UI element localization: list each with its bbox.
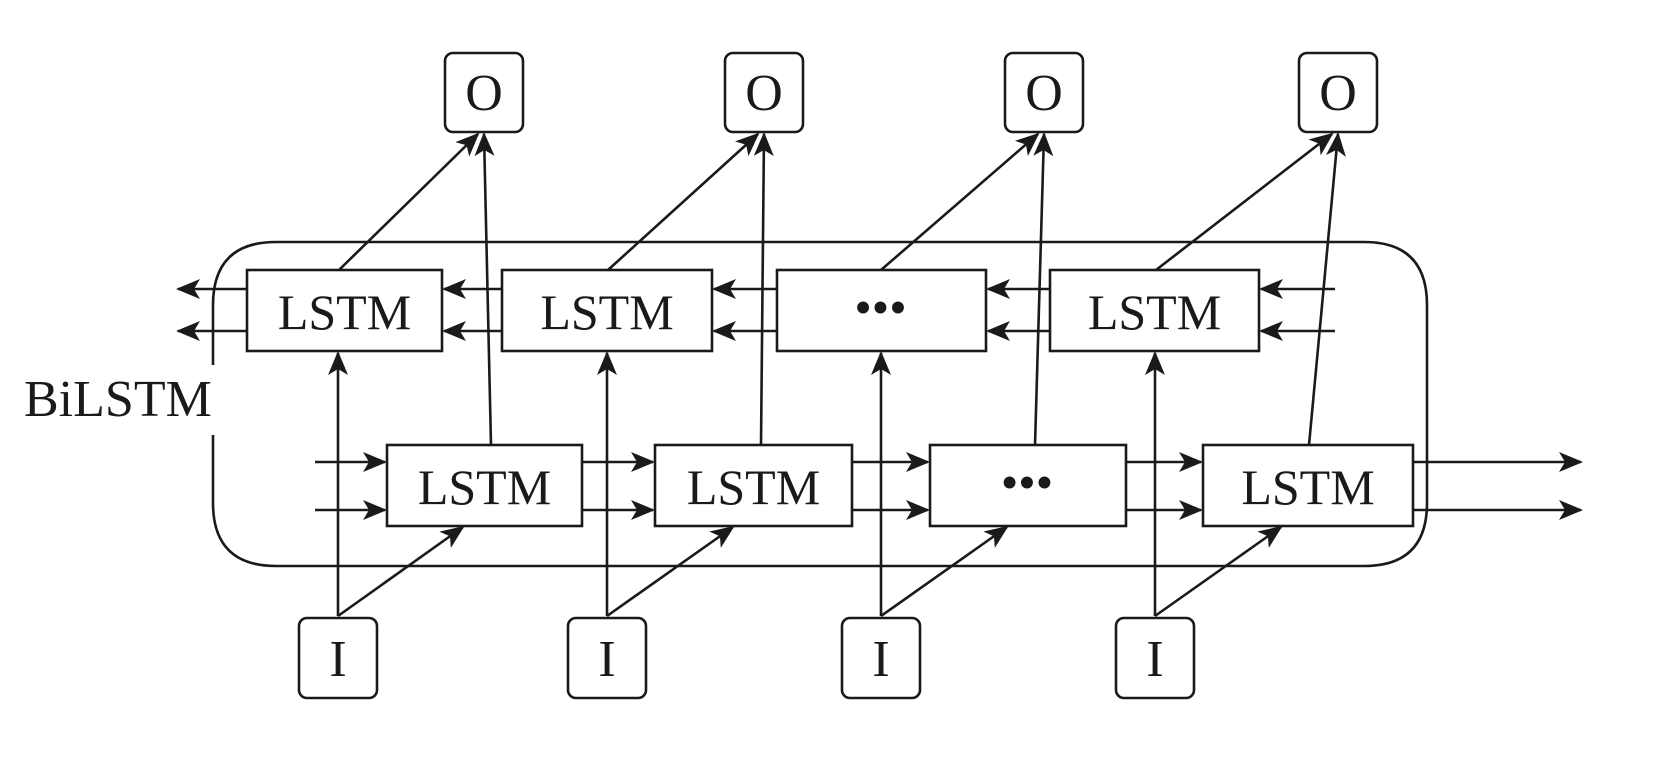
forward-cell: LSTM <box>1201 443 1415 528</box>
output-node: O <box>1297 51 1379 134</box>
bilstm-label: BiLSTM <box>24 371 212 428</box>
forward-layer: LSTM LSTM ••• LSTM <box>385 443 1415 528</box>
cell-label: LSTM <box>687 459 820 515</box>
input-node: I <box>297 616 379 700</box>
cell-label: LSTM <box>1088 284 1221 340</box>
forward-cell: LSTM <box>385 443 584 528</box>
backward-cell-ellipsis: ••• <box>775 268 988 353</box>
input-nodes: I I I I <box>297 616 1196 700</box>
input-label: I <box>1146 631 1163 688</box>
input-to-forward-edge <box>1154 525 1283 618</box>
input-node: I <box>566 616 648 700</box>
output-nodes: O O O O <box>443 51 1379 134</box>
forward-cell: LSTM <box>653 443 854 528</box>
cell-label: LSTM <box>418 459 551 515</box>
input-to-forward-edge <box>337 525 465 618</box>
output-label: O <box>745 65 783 122</box>
input-label: I <box>329 631 346 688</box>
bilstm-container <box>211 240 1429 568</box>
input-to-forward-edge <box>606 525 735 618</box>
output-label: O <box>465 65 503 122</box>
ellipsis-label: ••• <box>855 283 907 332</box>
ellipsis-label: ••• <box>1002 458 1054 507</box>
backward-to-output-edge <box>880 132 1040 271</box>
backward-to-output-edge <box>607 132 760 271</box>
backward-to-output-edge <box>338 132 480 271</box>
input-label: I <box>598 631 615 688</box>
output-label: O <box>1025 65 1063 122</box>
input-label: I <box>872 631 889 688</box>
backward-cell: LSTM <box>500 268 714 353</box>
output-node: O <box>723 51 805 134</box>
output-label: O <box>1319 65 1357 122</box>
input-node: I <box>840 616 922 700</box>
input-to-forward-edge <box>880 525 1009 618</box>
backward-cell: LSTM <box>245 268 444 353</box>
cell-label: LSTM <box>540 284 673 340</box>
backward-layer: LSTM LSTM ••• LSTM <box>245 268 1261 353</box>
forward-cell-ellipsis: ••• <box>928 443 1128 528</box>
input-node: I <box>1114 616 1196 700</box>
backward-cell: LSTM <box>1048 268 1261 353</box>
output-node: O <box>443 51 525 134</box>
cell-label: LSTM <box>1241 459 1374 515</box>
output-node: O <box>1003 51 1085 134</box>
backward-to-output-edge <box>1155 132 1334 272</box>
cell-label: LSTM <box>278 284 411 340</box>
